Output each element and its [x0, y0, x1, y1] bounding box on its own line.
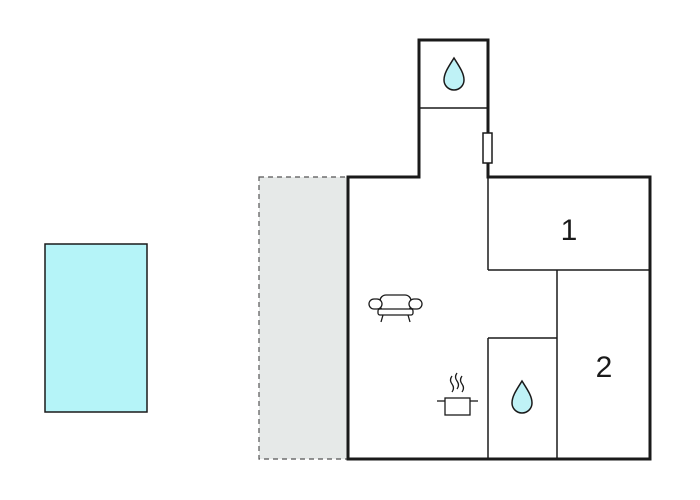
window-marker [482, 132, 493, 164]
room-label-2: 2 [596, 351, 613, 384]
water-drop-icon [511, 379, 533, 414]
room-label-1: 1 [561, 214, 578, 247]
interior-walls [419, 107, 650, 459]
terrace [258, 176, 349, 460]
swimming-pool [44, 243, 148, 413]
sofa-icon [368, 294, 423, 323]
water-drop-icon [443, 56, 465, 91]
cooking-pot-icon [437, 372, 478, 416]
house-outer-wall [346, 38, 652, 461]
